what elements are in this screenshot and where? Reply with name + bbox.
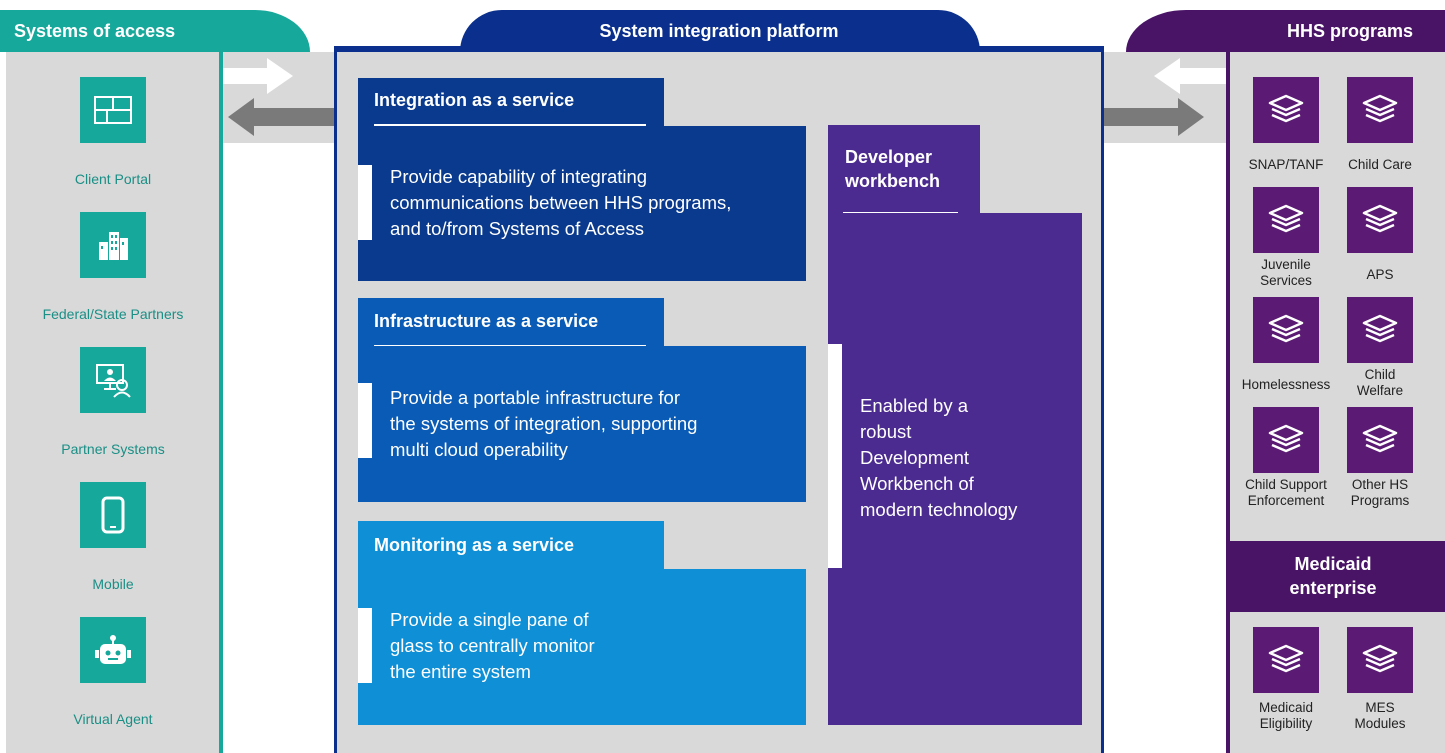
program-tile[interactable]	[1347, 187, 1413, 253]
arrow-right-icon	[223, 58, 293, 94]
layers-icon	[1268, 314, 1304, 343]
developer-workbench-body	[828, 213, 1082, 725]
partner-systems-label: Partner Systems	[61, 441, 165, 457]
mobile-label: Mobile	[92, 576, 134, 592]
developer-workbench-text: Enabled by a robust Development Workbenc…	[860, 395, 1018, 520]
integration-service-text: Provide capability of integrating commun…	[390, 166, 732, 239]
program-label: SNAP/TANF	[1248, 157, 1324, 172]
medicaid-tile[interactable]	[1347, 627, 1413, 693]
system-integration-platform-tab: System integration platform	[334, 10, 1104, 52]
systems-of-access-border	[219, 52, 223, 753]
layers-icon	[1268, 94, 1304, 123]
monitoring-service-header	[358, 521, 664, 569]
arrow-left-white-icon	[1154, 58, 1228, 94]
infrastructure-service-header	[358, 298, 664, 346]
infrastructure-service-marker	[358, 383, 372, 458]
medicaid-enterprise-title: Medicaid enterprise	[1289, 554, 1377, 598]
right-connector-band	[1104, 52, 1228, 143]
infrastructure-service-body	[358, 346, 806, 502]
system-integration-platform-title: System integration platform	[599, 20, 839, 41]
integration-service-header	[358, 78, 664, 126]
mobile-tile[interactable]	[80, 482, 146, 548]
infrastructure-service-title: Infrastructure as a service	[374, 311, 599, 331]
layers-icon	[1362, 314, 1398, 343]
monitoring-service-marker	[358, 608, 372, 683]
program-tile[interactable]	[1253, 77, 1319, 143]
monitoring-service-title: Monitoring as a service	[374, 535, 575, 555]
layers-icon	[1362, 644, 1398, 673]
robot-icon	[95, 635, 131, 664]
virtual-agent-tile[interactable]	[80, 617, 146, 683]
program-tile[interactable]	[1347, 407, 1413, 473]
portal-icon	[94, 96, 132, 124]
client-portal-tile[interactable]	[80, 77, 146, 143]
federal-state-partners-tile[interactable]	[80, 212, 146, 278]
program-label: Child Care	[1348, 157, 1412, 172]
arrow-left-icon	[228, 98, 338, 136]
program-tile[interactable]	[1253, 297, 1319, 363]
layers-icon	[1362, 424, 1398, 453]
integration-service-underline	[374, 124, 646, 127]
client-portal-label: Client Portal	[74, 171, 152, 187]
layers-icon	[1268, 424, 1304, 453]
program-tile[interactable]	[1347, 77, 1413, 143]
hhs-programs-tab: HHS programs	[1126, 10, 1445, 52]
program-tile[interactable]	[1253, 407, 1319, 473]
layers-icon	[1362, 94, 1398, 123]
developer-workbench-marker	[828, 344, 842, 568]
integration-service-title: Integration as a service	[374, 90, 575, 110]
layers-icon	[1362, 204, 1398, 233]
integration-service-marker	[358, 165, 372, 240]
mobile-icon	[101, 496, 125, 534]
partner-systems-icon	[96, 364, 131, 398]
arrow-right-gray-icon	[1104, 98, 1204, 136]
monitoring-service-text: Provide a single pane of glass to centra…	[390, 609, 595, 682]
hhs-programs-title: HHS programs	[1286, 20, 1413, 41]
developer-workbench-title: Developer workbench	[845, 147, 941, 191]
systems-of-access-title: Systems of access	[14, 20, 176, 41]
developer-workbench-header	[828, 125, 980, 215]
program-tile[interactable]	[1253, 187, 1319, 253]
partner-systems-tile[interactable]	[80, 347, 146, 413]
program-label: APS	[1366, 267, 1394, 282]
infrastructure-service-text: Provide a portable infrastructure for th…	[390, 387, 698, 460]
medicaid-tile[interactable]	[1253, 627, 1319, 693]
program-label: Homelessness	[1241, 377, 1331, 392]
federal-state-partners-label: Federal/State Partners	[42, 306, 184, 322]
program-tile[interactable]	[1347, 297, 1413, 363]
virtual-agent-label: Virtual Agent	[73, 711, 153, 727]
monitoring-service-body	[358, 569, 806, 725]
systems-of-access-tab: Systems of access	[0, 10, 310, 52]
layers-icon	[1268, 644, 1304, 673]
layers-icon	[1268, 204, 1304, 233]
integration-service-body	[358, 126, 806, 281]
buildings-icon	[99, 232, 128, 260]
